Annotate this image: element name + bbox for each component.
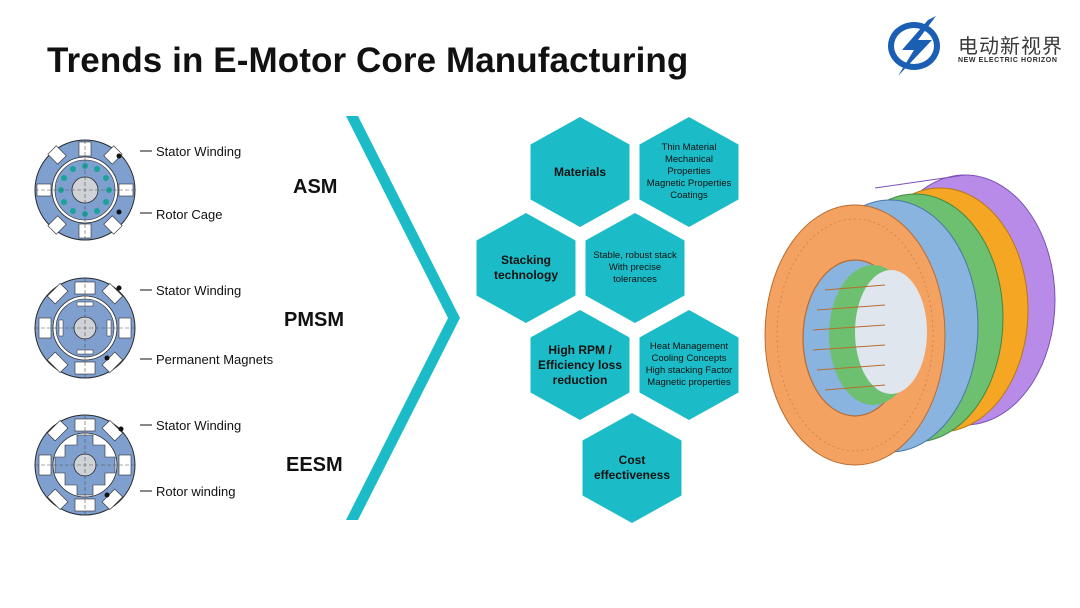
motor-type-asm: ASM [293,176,338,198]
page-title: Trends in E-Motor Core Manufacturing [47,41,689,80]
motor-type-eesm: EESM [286,454,343,476]
hex-materials: Materials [530,117,630,227]
hex-high-rpm: High RPM / Efficiency loss reduction [530,310,630,420]
pmsm-permanent-magnets-label: Permanent Magnets [156,352,274,367]
hex-stacking-technology: Stacking technology [476,213,576,323]
core-layer-orange [764,204,946,466]
eesm-stator-winding-label: Stator Winding [156,418,242,433]
logo-chinese-text: 电动新视界 [958,36,1063,58]
pmsm-cross-section [34,277,136,379]
motor-type-pmsm: PMSM [284,309,344,331]
logo [888,16,940,76]
stacked-motor-core-illustration [764,174,1056,466]
eesm-cross-section [34,414,136,516]
motor-diagrams [34,139,136,516]
hex-stacking-detail: Stable, robust stack With precise tolera… [585,213,685,323]
asm-rotor-cage-label: Rotor Cage [156,207,223,222]
eesm-rotor-winding-label: Rotor winding [156,484,236,499]
hex-materials-detail: Thin Material Mechanical Properties Magn… [639,117,739,227]
lightning-bolt-icon [888,16,940,76]
hex-high-rpm-detail: Heat Management Cooling Concepts High st… [639,310,739,420]
hex-cost-effectiveness: Cost effectiveness [582,413,682,523]
chevron-arrow [346,116,460,520]
pmsm-stator-winding-label: Stator Winding [156,283,242,298]
logo-english-text: NEW ELECTRIC HORIZON [958,57,1058,64]
callout-leader-lines [140,150,152,492]
asm-cross-section [34,139,136,241]
asm-stator-winding-label: Stator Winding [156,144,242,159]
